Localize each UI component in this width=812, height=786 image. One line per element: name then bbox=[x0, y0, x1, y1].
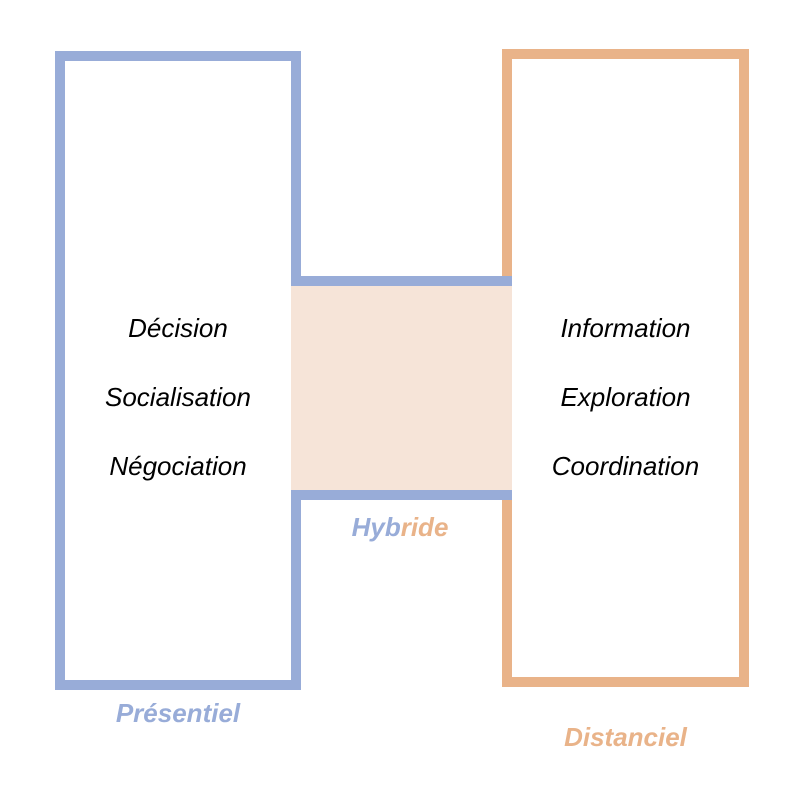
presentiel-item: Négociation bbox=[109, 451, 247, 481]
presentiel-item: Socialisation bbox=[105, 382, 251, 412]
hybrid-label: Hybride bbox=[300, 512, 500, 543]
presentiel-box bbox=[55, 51, 301, 690]
distanciel-item: Information bbox=[560, 313, 691, 343]
presentiel-items: Décision Socialisation Négociation bbox=[60, 311, 296, 518]
presentiel-item: Décision bbox=[128, 313, 228, 343]
hybrid-bridge bbox=[291, 276, 512, 500]
distanciel-item: Exploration bbox=[560, 382, 691, 412]
hybrid-label-part1: Hyb bbox=[351, 512, 401, 542]
presentiel-label: Présentiel bbox=[115, 698, 241, 728]
distanciel-items: Information Exploration Coordination bbox=[507, 311, 744, 518]
distanciel-label: Distanciel bbox=[564, 722, 687, 752]
distanciel-item: Coordination bbox=[551, 451, 700, 481]
hybrid-label-part2: ride bbox=[400, 512, 449, 542]
